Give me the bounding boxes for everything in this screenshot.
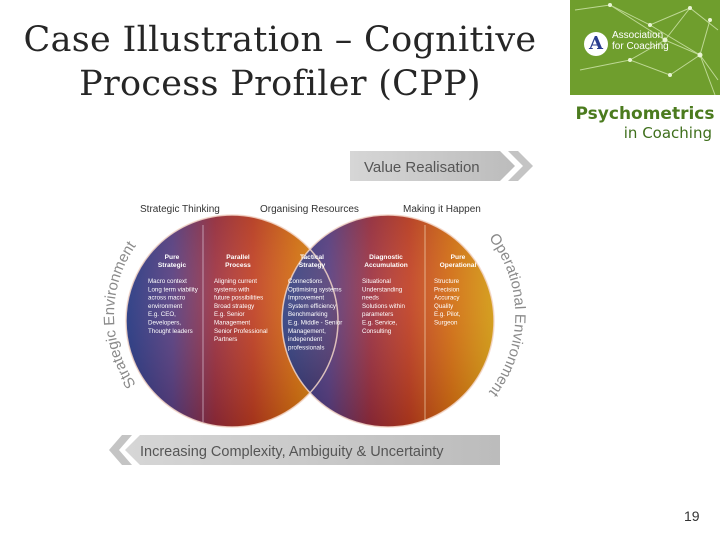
column-line: Optimising systems bbox=[288, 286, 342, 293]
header-making-it-happen: Making it Happen bbox=[403, 204, 481, 215]
column-title: Pure bbox=[451, 254, 466, 261]
column-line: Benchmarking bbox=[288, 311, 328, 318]
association-line-1: Association bbox=[612, 30, 664, 41]
header-organising-resources: Organising Resources bbox=[260, 204, 359, 215]
header-strategic-thinking: Strategic Thinking bbox=[140, 204, 220, 215]
column-line: Connections bbox=[288, 278, 322, 285]
column-title: Strategic bbox=[158, 262, 187, 269]
association-for-coaching-mark: A Association for Coaching bbox=[584, 28, 694, 62]
slide-title-line-1: Case Illustration – Cognitive bbox=[23, 20, 537, 60]
column-line: professionals bbox=[288, 344, 324, 351]
column-title: Strategy bbox=[299, 262, 326, 269]
column-line: Broad strategy bbox=[214, 303, 255, 310]
complexity-arrow: Increasing Complexity, Ambiguity & Uncer… bbox=[109, 435, 500, 465]
column-line: E.g. Senior bbox=[214, 311, 245, 318]
column-line: Partners bbox=[214, 336, 237, 343]
column-title: Operational bbox=[440, 262, 477, 269]
psychometrics-in-coaching-logo: A Association for Coaching Psychometrics… bbox=[570, 0, 720, 150]
logo-band bbox=[570, 95, 720, 150]
venn-circles bbox=[125, 214, 495, 428]
column-title: Diagnostic bbox=[369, 254, 403, 261]
column-line: Situational bbox=[362, 278, 391, 285]
column-line: Surgeon bbox=[434, 320, 458, 327]
value-realisation-arrow: Value Realisation bbox=[350, 151, 533, 181]
column-title: Process bbox=[225, 262, 251, 269]
association-line-2: for Coaching bbox=[612, 41, 669, 52]
column-line: Structure bbox=[434, 278, 460, 285]
column-line: E.g. CEO, bbox=[148, 311, 176, 318]
column-line: E.g. Service, bbox=[362, 320, 397, 327]
column-line: Quality bbox=[434, 303, 454, 310]
column-title: Accumulation bbox=[364, 262, 408, 269]
column-line: Developers, bbox=[148, 320, 181, 327]
column-line: Long term viability bbox=[148, 286, 199, 293]
association-name: Association for Coaching bbox=[612, 30, 692, 52]
column-line: across macro bbox=[148, 295, 186, 302]
page-number: 19 bbox=[684, 508, 700, 524]
column-line: needs bbox=[362, 295, 379, 302]
column-line: Consulting bbox=[362, 328, 392, 335]
column-line: Macro context bbox=[148, 278, 187, 285]
column-diagnostic-accumulation: DiagnosticAccumulationSituationalUnderst… bbox=[362, 254, 408, 335]
column-title: Tactical bbox=[300, 254, 324, 261]
column-line: Understanding bbox=[362, 286, 403, 293]
column-pure-operational: PureOperationalStructurePrecisionAccurac… bbox=[434, 254, 476, 327]
column-title: Parallel bbox=[226, 254, 250, 261]
logo-name-line-1: Psychometrics bbox=[575, 104, 715, 124]
network-pattern-icon bbox=[574, 3, 719, 96]
column-line: Improvement bbox=[288, 295, 324, 302]
slide-title-line-2: Process Profiler (CPP) bbox=[79, 64, 481, 104]
column-line: Management bbox=[214, 320, 250, 327]
column-line: E.g. Pilot, bbox=[434, 311, 461, 318]
column-line: Solutions within bbox=[362, 303, 406, 310]
column-line: future possibilities bbox=[214, 295, 263, 302]
slide-title: Case Illustration – Cognitive Process Pr… bbox=[20, 18, 540, 106]
column-line: systems with bbox=[214, 286, 250, 293]
column-line: Accuracy bbox=[434, 295, 460, 302]
value-realisation-label: Value Realisation bbox=[364, 159, 480, 176]
column-line: E.g. Middle - Senior bbox=[288, 320, 342, 327]
association-logo-icon: A bbox=[584, 32, 608, 56]
column-line: Senior Professional bbox=[214, 328, 268, 335]
column-line: independent bbox=[288, 336, 322, 343]
column-title: Pure bbox=[165, 254, 180, 261]
logo-name-line-2: in Coaching bbox=[623, 124, 712, 142]
column-line: parameters bbox=[362, 311, 393, 318]
column-line: Precision bbox=[434, 286, 460, 293]
cpp-diagram: Value Realisation Strategic Thinking Org… bbox=[60, 140, 560, 475]
column-line: System efficiency bbox=[288, 303, 337, 310]
column-line: Aligning current bbox=[214, 278, 257, 285]
column-line: environment bbox=[148, 303, 182, 310]
column-line: Management, bbox=[288, 328, 326, 335]
complexity-label: Increasing Complexity, Ambiguity & Uncer… bbox=[140, 444, 444, 460]
column-line: Thought leaders bbox=[148, 328, 193, 335]
